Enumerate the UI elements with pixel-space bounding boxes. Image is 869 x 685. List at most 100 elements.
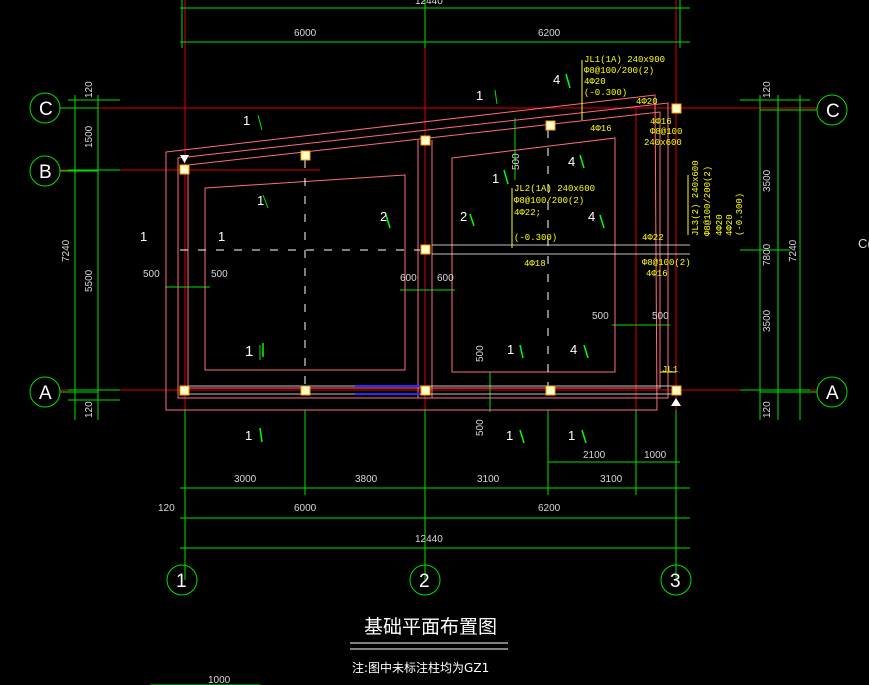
partial-axis-label: C( [858,236,869,251]
dimension-lines [68,0,810,580]
dim-inner-500c: 500 [592,311,609,322]
jl1-near-bottom: 4Φ16 [590,124,612,134]
jl1-rebar: 4Φ20 [584,77,606,87]
axis-label-3: 3 [670,571,681,592]
centerlines [180,130,549,390]
axis-label-1: 1 [176,571,187,592]
dim-bottom-total: 12440 [415,534,443,545]
dim-inner-500a: 500 [143,269,160,280]
jl1-title: JL1(1A) 240x900 [584,55,665,65]
jl1-elevation: (-0.300) [584,88,627,98]
section-mark: 2 [460,209,467,224]
axis-label-2: 2 [419,571,430,592]
dim-right-total2: 7240 [788,239,799,262]
dim-right-bottom-edge: 120 [762,401,773,418]
section-mark: 4 [570,342,577,357]
dim-bottom-edge-left: 120 [158,503,175,514]
axis-label-c-right: C [826,101,840,122]
jl3-bottom-rebar: 4Φ16 [646,269,668,279]
dim-inner-600a: 600 [400,273,417,284]
bottom-partial-dim: 1000 [208,675,231,685]
section-mark: 1 [243,113,250,128]
jl3-side-stirrup: Φ8@100/200(2) [703,166,713,236]
section-mark: 1 [492,171,499,186]
dim-bottom-seg5: 2100 [583,450,606,461]
section-mark: 4 [588,209,595,224]
jl3-stirrup-top: Φ8@100 [650,127,682,137]
bubble-connectors [60,107,817,393]
section-mark: 1 [218,229,225,244]
drawing-note: 注:图中未标注柱均为GZ1 [352,660,489,675]
drawing-title: 基础平面布置图 [364,616,497,638]
section-mark: 1 [245,343,253,360]
section-mark: 4 [568,154,575,169]
section-marks: 1 1 1 1 1 1 2 2 4 1 1 4 1 4 4 1 1 [140,72,595,443]
jl3-bottom-stirrup: Φ8@100(2) [642,258,691,268]
jl1-near-top: 4Φ20 [636,97,658,107]
dim-left-bottom-edge: 120 [84,401,95,418]
dim-left-total: 7240 [61,239,72,262]
dim-right-top-edge: 120 [762,81,773,98]
axis-bubble-2 [409,564,441,596]
section-mark: 1 [476,88,483,103]
dim-bottom-seg4: 3100 [600,474,623,485]
dim-top-total: 12440 [415,0,443,7]
dim-inner-500d: 500 [652,311,669,322]
dim-inner-v500c: 500 [511,153,522,170]
section-mark: 1 [506,428,513,443]
dim-bottom-seg6: 1000 [644,450,667,461]
dim-bottom-seg2: 3800 [355,474,378,485]
jl2-rebar: 4Φ22; [514,208,541,218]
annotation-leaders [511,60,689,373]
section-mark: 1 [140,229,147,244]
section-mark: 2 [380,209,387,224]
dim-inner-v500a: 500 [475,345,486,362]
axis-label-a-left: A [39,383,52,404]
jl3-side-title: JL3(2) 240x600 [691,160,701,236]
dim-left-seg1: 1500 [84,125,95,148]
axis-label-b-left: B [39,162,52,183]
dim-bottom-seg1: 3000 [234,474,257,485]
jl3-side-elevation: (-0.300) [735,193,745,236]
dim-inner-600b: 600 [437,273,454,284]
section-mark: 1 [245,428,252,443]
dim-left-seg2: 5500 [84,269,95,292]
section-mark: 4 [553,72,560,87]
axis-bubble-3 [660,564,692,596]
jl2-title: JL2(1A) 240x600 [514,184,595,194]
axis-bubble-1 [166,564,198,596]
jl1-stirrup: Φ8@100/200(2) [584,66,654,76]
left-dim-texts: 120 1500 5500 7240 120 [61,81,95,418]
tie-beam [355,385,420,395]
axis-label-a-right: A [826,383,839,404]
dim-inner-500b: 500 [211,269,228,280]
jl3-side-rebar1: 4Φ20 [715,214,725,236]
jl3-section-top: 240x600 [644,138,682,148]
dim-bottom-span1: 6000 [294,503,317,514]
jl2-elevation: (-0.300) [514,233,557,243]
section-ticks [259,73,605,444]
section-mark: 1 [507,342,514,357]
dim-bottom-seg3: 3100 [477,474,500,485]
dim-top-left: 6000 [294,28,317,39]
columns [179,103,682,396]
dim-inner-v500b: 500 [475,419,486,436]
dim-right-seg1: 3500 [762,169,773,192]
right-dim-texts: 120 3500 3500 7800 7240 120 [762,81,799,418]
section-mark: 1 [257,193,264,208]
jl2-right-rebar: 4Φ22 [642,233,664,243]
dim-right-total: 7800 [762,243,773,266]
corner-markers [180,155,681,406]
dim-left-top-edge: 120 [84,81,95,98]
jl2-bottom-rebar: 4Φ18 [524,259,546,269]
jl1-mark: JL1 [662,365,678,375]
section-mark: 1 [568,428,575,443]
dim-top-right: 6200 [538,28,561,39]
jl3-side-rebar2: 4Φ20 [725,214,735,236]
axis-label-c-left: C [39,99,53,120]
dim-bottom-span2: 6200 [538,503,561,514]
jl3-rebar-top: 4Φ16 [650,117,672,127]
foundation-beams [165,94,669,411]
jl2-stirrup: Φ8@100/200(2) [514,196,584,206]
